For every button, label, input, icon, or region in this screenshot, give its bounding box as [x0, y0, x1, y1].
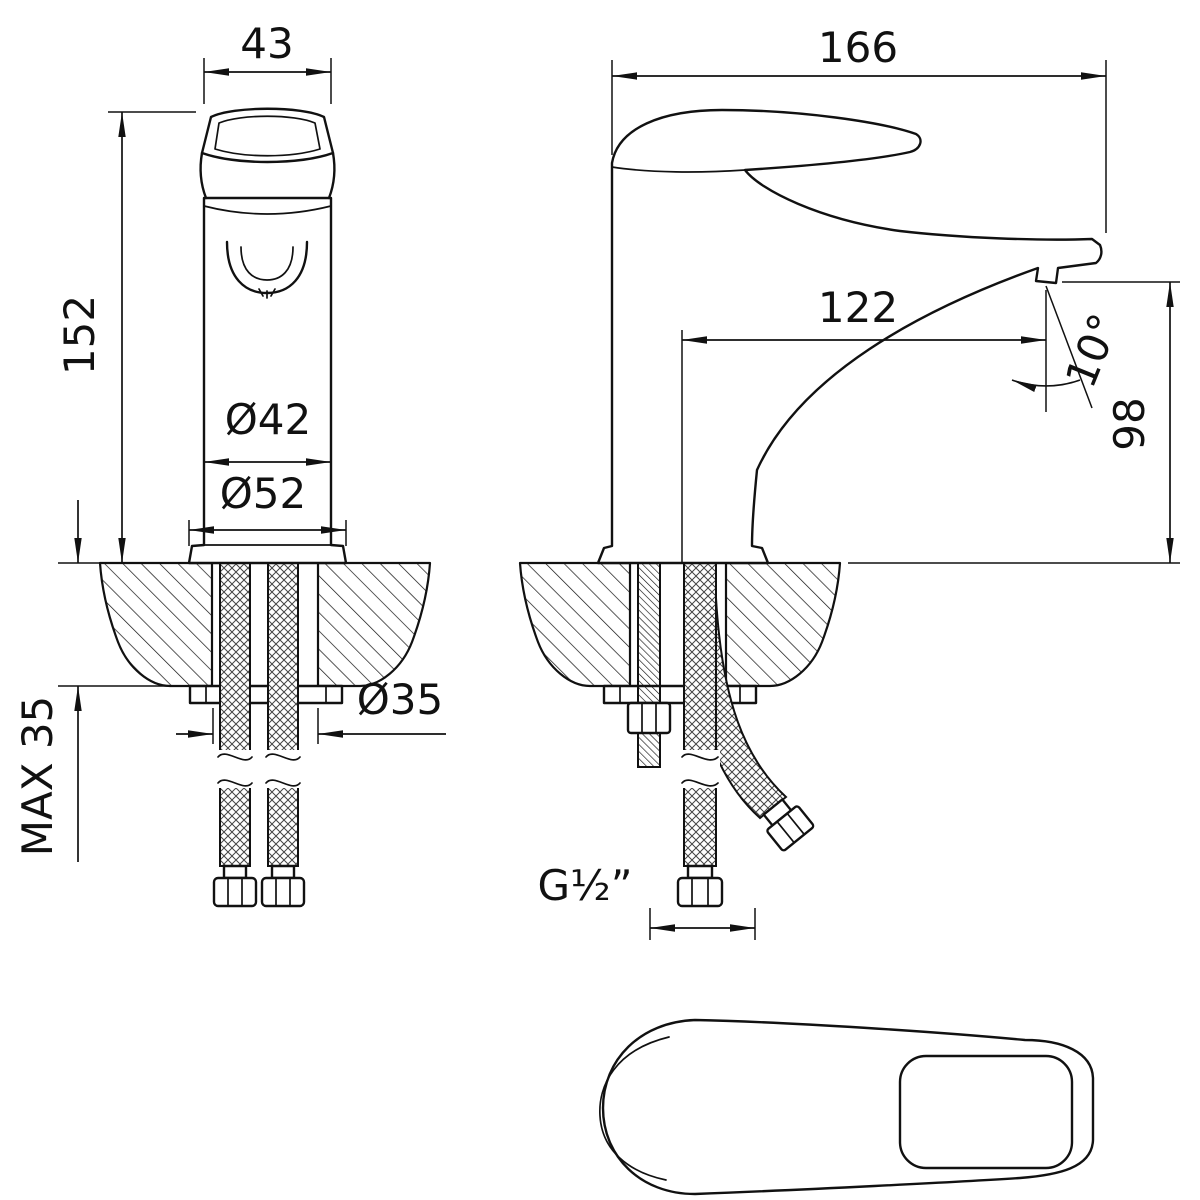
- straight-supply-hose: [676, 562, 724, 908]
- dim-outlet-height-label: 98: [1105, 397, 1154, 450]
- threaded-stud: [626, 562, 672, 768]
- hose-nut-right: [260, 864, 306, 908]
- dim-body-diameter-label: Ø42: [225, 395, 312, 444]
- dim-deck-thickness-label: MAX 35: [13, 696, 62, 857]
- countertop-section-side-left: [518, 561, 632, 688]
- front-view: 43 152 Ø42 Ø52 Ø35: [13, 19, 446, 908]
- dim-handle-width-label: 43: [240, 19, 293, 68]
- hose-fitting: [762, 798, 815, 852]
- dim-outlet-height: 98: [848, 281, 1180, 564]
- dim-handle-width: 43: [203, 19, 332, 104]
- dim-height-label: 152: [55, 295, 104, 375]
- handle-top-inner-arc: [599, 1036, 670, 1181]
- faucet-body-front: [187, 196, 348, 565]
- handle-top-inner-contour: [898, 1054, 1074, 1170]
- mounting-washer-side: [602, 684, 758, 705]
- hose-nut-left: [212, 864, 258, 908]
- faucet-profile: [596, 108, 1103, 565]
- countertop-section-right: [316, 561, 432, 688]
- stud-nut: [626, 701, 672, 735]
- dim-depth: 166: [611, 23, 1107, 233]
- top-view: [599, 1018, 1095, 1196]
- countertop-section-left: [98, 561, 214, 688]
- dim-stream-angle: 10°: [1011, 285, 1129, 409]
- supply-hose-left: [219, 562, 251, 867]
- dim-spout-reach: 122: [681, 283, 1047, 562]
- dim-stream-angle-label: 10°: [1056, 307, 1129, 394]
- handle-top-outline: [601, 1018, 1095, 1196]
- dim-spout-reach-label: 122: [818, 283, 898, 332]
- handle-joint-line: [611, 166, 746, 173]
- hose-break-marks: [216, 750, 302, 788]
- dim-depth-label: 166: [818, 23, 898, 72]
- countertop-section-side-right: [724, 561, 842, 688]
- hose-nut-side: [676, 876, 724, 908]
- aerator-front: [225, 240, 309, 299]
- dim-deck-thickness: MAX 35: [13, 500, 186, 862]
- side-view: 166 122 10° 98 G½”: [518, 23, 1180, 940]
- dim-hole-diameter-label: Ø35: [357, 675, 444, 724]
- dim-base-diameter-label: Ø52: [220, 469, 307, 518]
- handle-front: [199, 107, 336, 215]
- supply-hose-right: [267, 562, 299, 867]
- mounting-washer-front: [188, 684, 344, 705]
- dim-connection-thread-label: G½”: [537, 861, 632, 910]
- dim-body-diameter: Ø42: [204, 395, 331, 466]
- dim-connection-thread: G½”: [537, 861, 756, 940]
- dim-hole-diameter: Ø35: [176, 675, 446, 744]
- dim-height: 152: [55, 111, 196, 564]
- dim-base-diameter: Ø52: [188, 469, 347, 546]
